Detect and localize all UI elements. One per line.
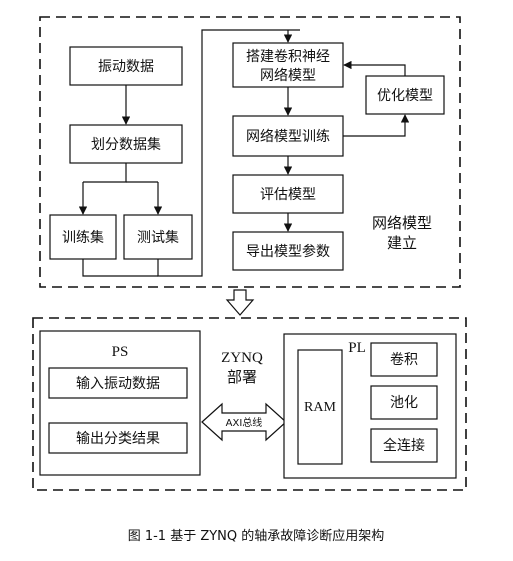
optimize-model-node: 优化模型 [365, 75, 445, 115]
export-params-label: 导出模型参数 [246, 243, 330, 260]
train-model-label: 网络模型训练 [246, 129, 330, 145]
test-set-node: 测试集 [123, 214, 193, 260]
ps-output-node: 输出分类结果 [48, 422, 188, 454]
train-to-optimize-line [343, 114, 410, 137]
ps-title: PS [112, 344, 129, 360]
down-hollow-arrow [225, 289, 255, 316]
pl-title: PL [348, 340, 366, 356]
conv-label: 卷积 [390, 352, 418, 368]
train-set-label: 训练集 [62, 229, 104, 246]
split-branch-line [83, 163, 127, 183]
test-set-label: 测试集 [137, 229, 179, 246]
export-params-node: 导出模型参数 [232, 231, 344, 271]
section-label-line1: 网络模型 [372, 214, 432, 232]
build-cnn-node: 搭建卷积神经 网络模型 [232, 42, 344, 88]
split-dataset-node: 划分数据集 [69, 124, 183, 164]
evaluate-model-label: 评估模型 [260, 187, 316, 203]
train-model-node: 网络模型训练 [232, 115, 344, 157]
pool-label: 池化 [390, 395, 418, 411]
model-building-frame [39, 16, 461, 288]
ps-input-node: 输入振动数据 [48, 367, 188, 399]
zynq-deploy-frame [32, 317, 467, 491]
axi-bus-label: AXI总线 [226, 416, 263, 429]
zynq-label-line2: 部署 [227, 368, 257, 386]
section-label-line2: 建立 [387, 234, 417, 252]
conv-node: 卷积 [370, 342, 438, 377]
split-dataset-label: 划分数据集 [91, 136, 161, 153]
build-cnn-label-line2: 网络模型 [260, 68, 316, 84]
ram-node: RAM [297, 349, 343, 465]
pool-node: 池化 [370, 385, 438, 420]
axi-bus-arrow: AXI总线 [201, 402, 287, 442]
datasets-to-model-route [157, 29, 300, 277]
ps-input-label: 输入振动数据 [76, 376, 160, 392]
ram-label: RAM [304, 400, 336, 415]
vibration-data-node: 振动数据 [69, 46, 183, 86]
build-cnn-label-line1: 搭建卷积神经 [246, 49, 330, 65]
fc-label: 全连接 [383, 437, 425, 454]
figure-caption: 图 1-1 基于 ZYNQ 的轴承故障诊断应用架构 [128, 528, 385, 544]
ps-output-label: 输出分类结果 [76, 431, 160, 447]
optimize-model-label: 优化模型 [377, 88, 433, 104]
evaluate-model-node: 评估模型 [232, 174, 344, 214]
fc-node: 全连接 [370, 428, 438, 463]
vibration-data-label: 振动数据 [98, 59, 154, 75]
optimize-to-build-line [343, 60, 406, 76]
zynq-label-line1: ZYNQ [221, 350, 263, 366]
datasets-to-model-line [82, 259, 158, 277]
train-set-node: 训练集 [49, 214, 117, 260]
